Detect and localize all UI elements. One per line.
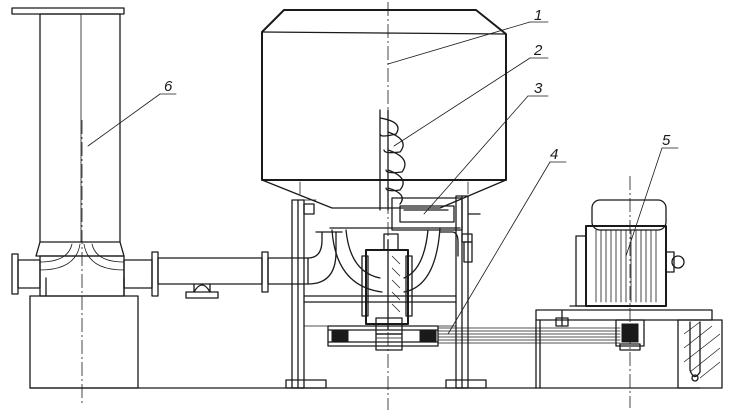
callout-labels: 1 2 3 4 5 6 [164,7,671,163]
electric-motor [569,176,685,408]
hopper [261,9,507,209]
motor-base [535,309,723,389]
horizontal-pipe [11,231,343,299]
callout-5: 5 [662,132,671,149]
callout-2: 2 [533,42,543,59]
callout-leaders [87,21,679,335]
grinding-chamber [329,197,473,351]
callout-3: 3 [534,80,543,97]
callout-1: 1 [534,7,542,24]
callout-6: 6 [164,78,173,95]
belt-drive [327,325,621,347]
vertical-duct [11,7,139,404]
callout-4: 4 [550,146,558,163]
machine-frame [285,195,487,389]
auger-screw [379,109,406,211]
